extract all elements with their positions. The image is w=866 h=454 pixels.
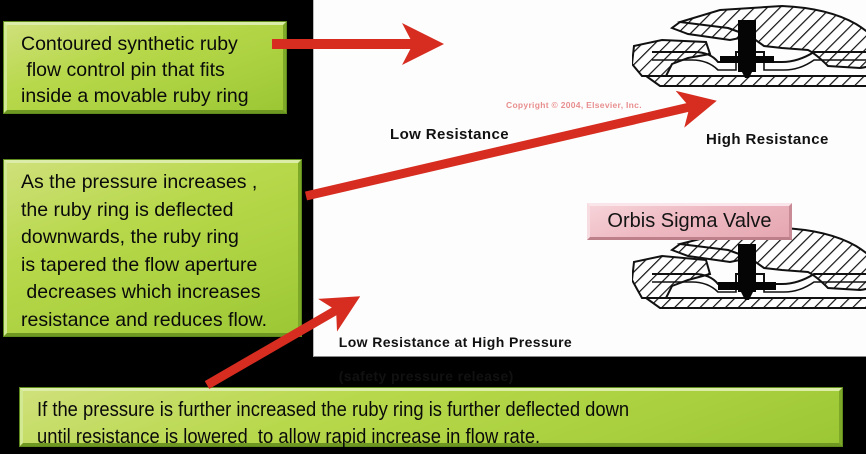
label-low-resistance-high-pressure: Low Resistance at High Pressure (safety … (313, 317, 572, 402)
callout-2-line-1: As the pressure increases , (21, 171, 258, 193)
valve-cross-section-safety-release (632, 226, 866, 309)
callout-3-line-1: If the pressure is further increased the… (37, 399, 630, 421)
callout-2-line-6: resistance and reduces flow. (21, 308, 268, 331)
label-high-resistance: High Resistance (706, 131, 829, 148)
callout-2-line-2: the ruby ring is deflected (21, 198, 234, 221)
callout-1-line-2: flow control pin that fits (21, 59, 225, 81)
caption-line-1: Low Resistance at High Pressure (338, 334, 573, 350)
callout-1-line-1: Contoured synthetic ruby (21, 33, 238, 55)
valve-diagram-panel: Copyright © 2004, Elsevier, Inc. Low Res… (313, 0, 866, 384)
callout-2-line-4: is tapered the flow aperture (21, 253, 258, 276)
copyright-notice: Copyright © 2004, Elsevier, Inc. (506, 100, 642, 110)
valve-cross-section-low-resistance (632, 4, 866, 87)
callout-1-line-3: inside a movable ruby ring (21, 85, 249, 107)
callout-2-line-3: downwards, the ruby ring (21, 226, 239, 248)
callout-ruby-pin-description: Contoured synthetic ruby flow control pi… (4, 22, 286, 113)
callout-3-line-2: until resistance is lowered to allow rap… (37, 426, 541, 448)
orbis-sigma-valve-label: Orbis Sigma Valve (587, 203, 792, 240)
callout-further-pressure: If the pressure is further increased the… (20, 388, 842, 448)
label-low-resistance: Low Resistance (390, 126, 509, 143)
callout-2-line-5: decreases which increases (21, 281, 261, 303)
caption-line-2: (safety pressure release) (338, 368, 514, 384)
callout-pressure-increase: As the pressure increases , the ruby rin… (4, 160, 301, 336)
